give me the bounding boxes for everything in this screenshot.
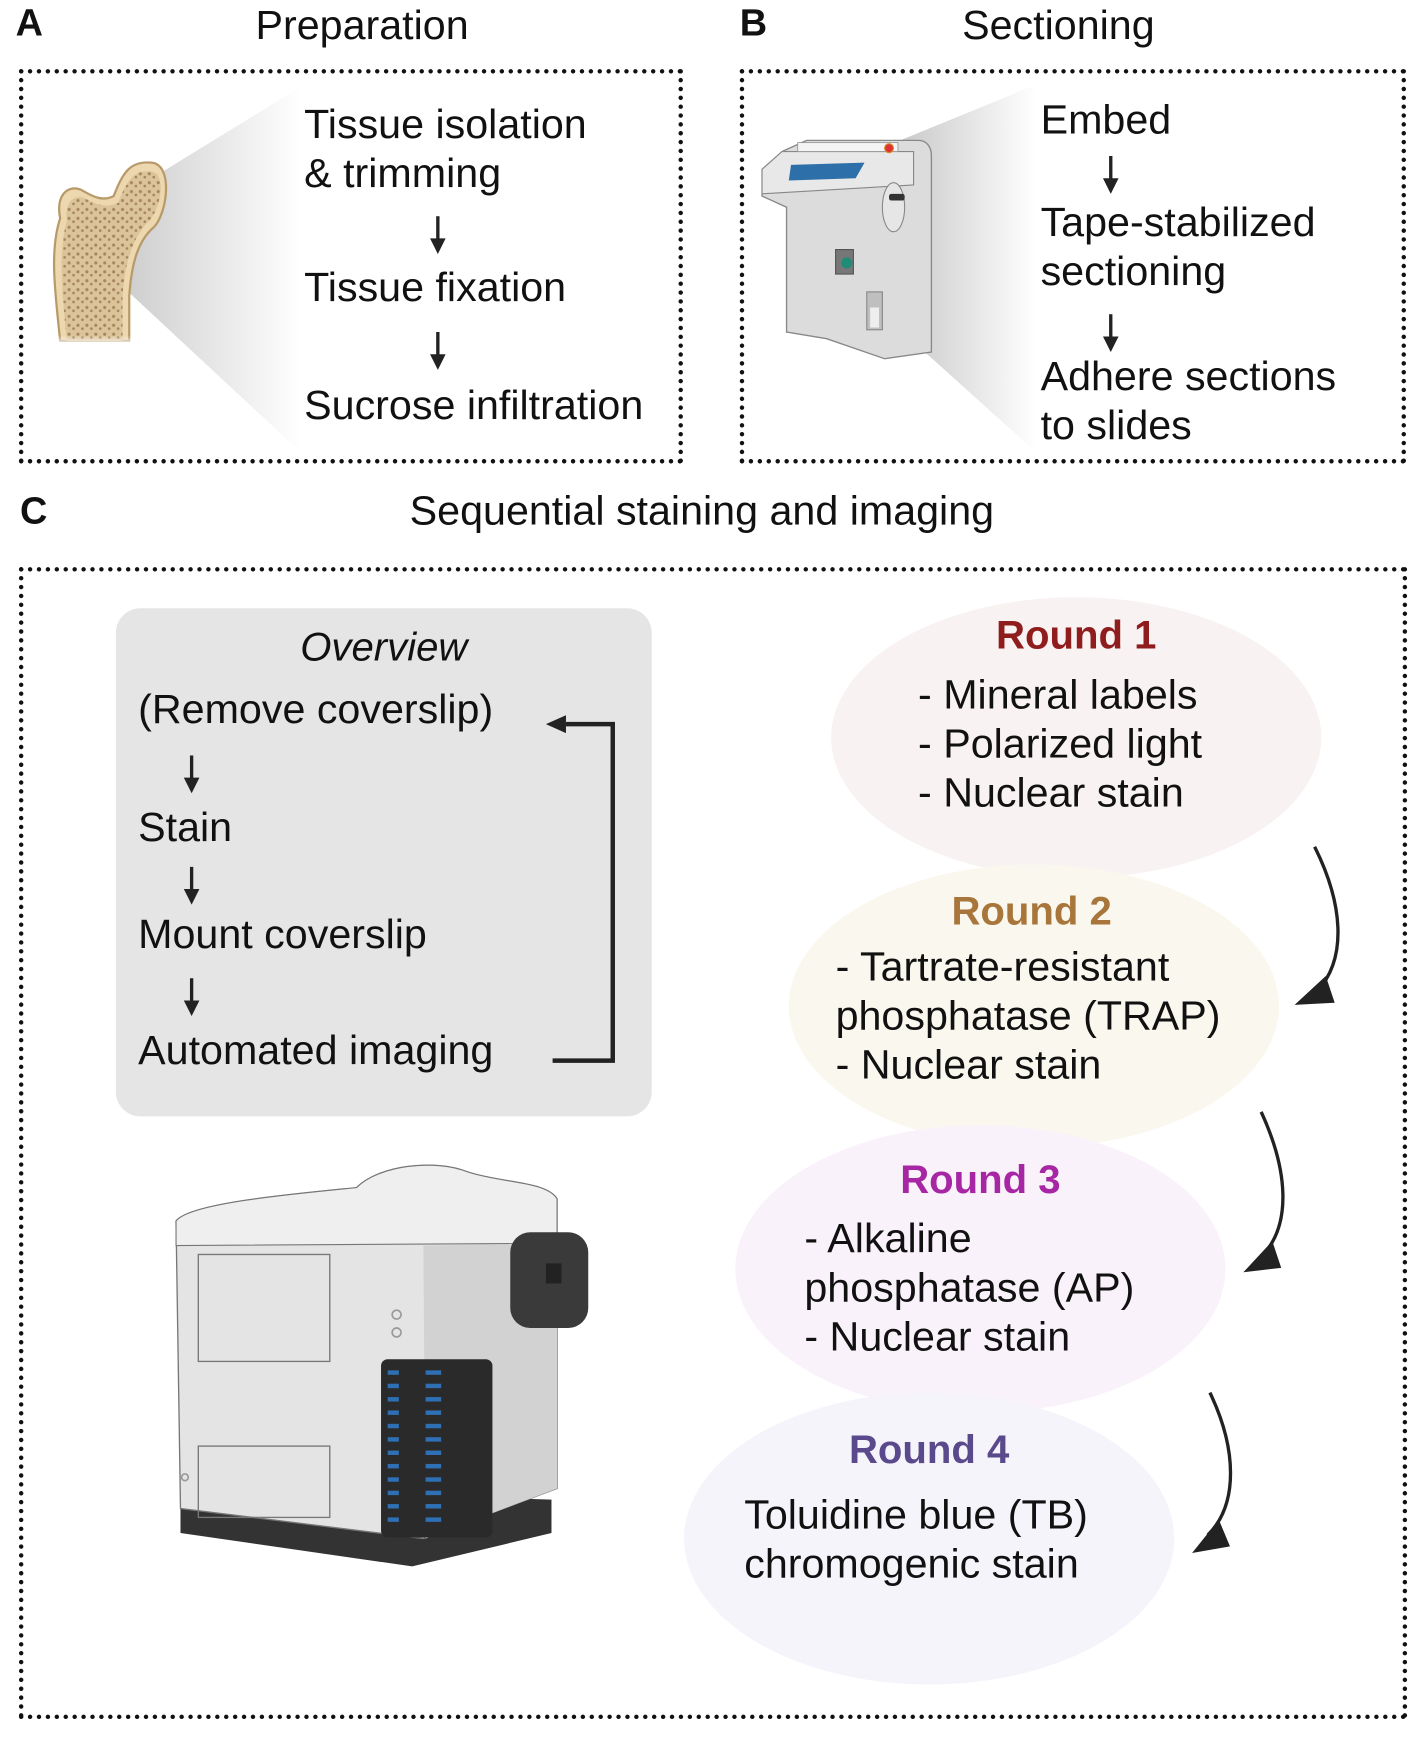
overview-box: Overview (Remove coverslip) Stain Mount … <box>115 608 652 1117</box>
zoom-cone <box>900 84 1037 453</box>
down-arrow-icon <box>183 978 200 1017</box>
round-1-line: - Nuclear stain <box>918 769 1184 816</box>
round-4-details: Toluidine blue (TB) chromogenic stain <box>744 1491 1088 1589</box>
round-2-title: Round 2 <box>951 887 1112 934</box>
overview-title: Overview <box>300 623 468 670</box>
panel-b-frame <box>739 69 1406 464</box>
step-sectioning: sectioning <box>1040 248 1227 295</box>
panel-c-title: Sequential staining and imaging <box>409 487 995 534</box>
round-transition-arrows <box>1192 845 1340 1554</box>
overview-step-remove-coverslip: (Remove coverslip) <box>138 686 494 732</box>
step-tissue-isolation: Tissue isolation <box>304 101 587 148</box>
round-3-title: Round 3 <box>900 1156 1061 1203</box>
down-arrow-icon <box>1102 314 1119 353</box>
loop-back-arrow-icon <box>545 715 615 1063</box>
round-2-ellipse <box>788 864 1279 1148</box>
panel-b-letter: B <box>739 2 768 45</box>
round-2-line: - Tartrate-resistant <box>835 943 1170 990</box>
overview-step-mount-coverslip: Mount coverslip <box>138 911 427 958</box>
down-arrow-icon <box>1102 155 1119 194</box>
round-3-line: phosphatase (AP) <box>804 1264 1135 1311</box>
round-1-line: - Polarized light <box>918 720 1203 767</box>
slide-scanner-icon <box>175 1164 589 1567</box>
curved-arrow-icon <box>1192 1391 1233 1554</box>
zoom-cone <box>109 86 301 453</box>
round-2-line: - Nuclear stain <box>835 1041 1102 1088</box>
down-arrow-icon <box>183 755 200 794</box>
step-sucrose-infiltration: Sucrose infiltration <box>304 382 644 428</box>
step-tape-stabilized: Tape-stabilized <box>1040 199 1316 246</box>
round-1-line: - Mineral labels <box>918 671 1198 718</box>
cryostat-icon <box>761 84 1037 453</box>
round-3-line: - Alkaline <box>804 1215 972 1262</box>
step-adhere-sections: Adhere sections <box>1040 353 1337 399</box>
curved-arrow-icon <box>1243 1111 1285 1273</box>
round-3-line: - Nuclear stain <box>804 1313 1071 1360</box>
down-arrow-icon <box>430 332 446 370</box>
down-arrow-icon <box>430 216 446 255</box>
step-trimming: & trimming <box>304 150 502 197</box>
round-3-details: - Alkaline phosphatase (AP) - Nuclear st… <box>804 1214 1134 1361</box>
step-embed: Embed <box>1040 96 1172 143</box>
round-4-ellipse <box>684 1392 1175 1685</box>
round-3-ellipse <box>735 1125 1226 1413</box>
round-4-line: chromogenic stain <box>744 1540 1079 1587</box>
down-arrow-icon <box>183 866 200 905</box>
step-tissue-fixation: Tissue fixation <box>304 264 567 310</box>
round-2-details: - Tartrate-resistant phosphatase (TRAP) … <box>836 943 1221 1090</box>
round-1-ellipse <box>831 597 1322 878</box>
panel-b-title: Sectioning <box>962 2 1155 48</box>
overview-step-automated-imaging: Automated imaging <box>138 1027 494 1073</box>
round-4-line: Toluidine blue (TB) <box>744 1491 1088 1538</box>
round-1-title: Round 1 <box>996 611 1157 658</box>
curved-arrow-icon <box>1294 845 1340 1005</box>
panel-a-title: Preparation <box>255 2 469 48</box>
panel-c-frame <box>18 567 1408 1720</box>
panel-c-letter: C <box>20 490 48 533</box>
round-1-details: - Mineral labels - Polarized light - Nuc… <box>918 671 1202 818</box>
panel-a-frame <box>18 69 683 464</box>
round-4-title: Round 4 <box>848 1426 1010 1472</box>
panel-a-letter: A <box>15 2 43 45</box>
overview-step-stain: Stain <box>138 804 233 851</box>
femur-bone-icon <box>52 86 301 453</box>
round-2-line: phosphatase (TRAP) <box>835 992 1221 1039</box>
step-to-slides: to slides <box>1040 402 1192 448</box>
